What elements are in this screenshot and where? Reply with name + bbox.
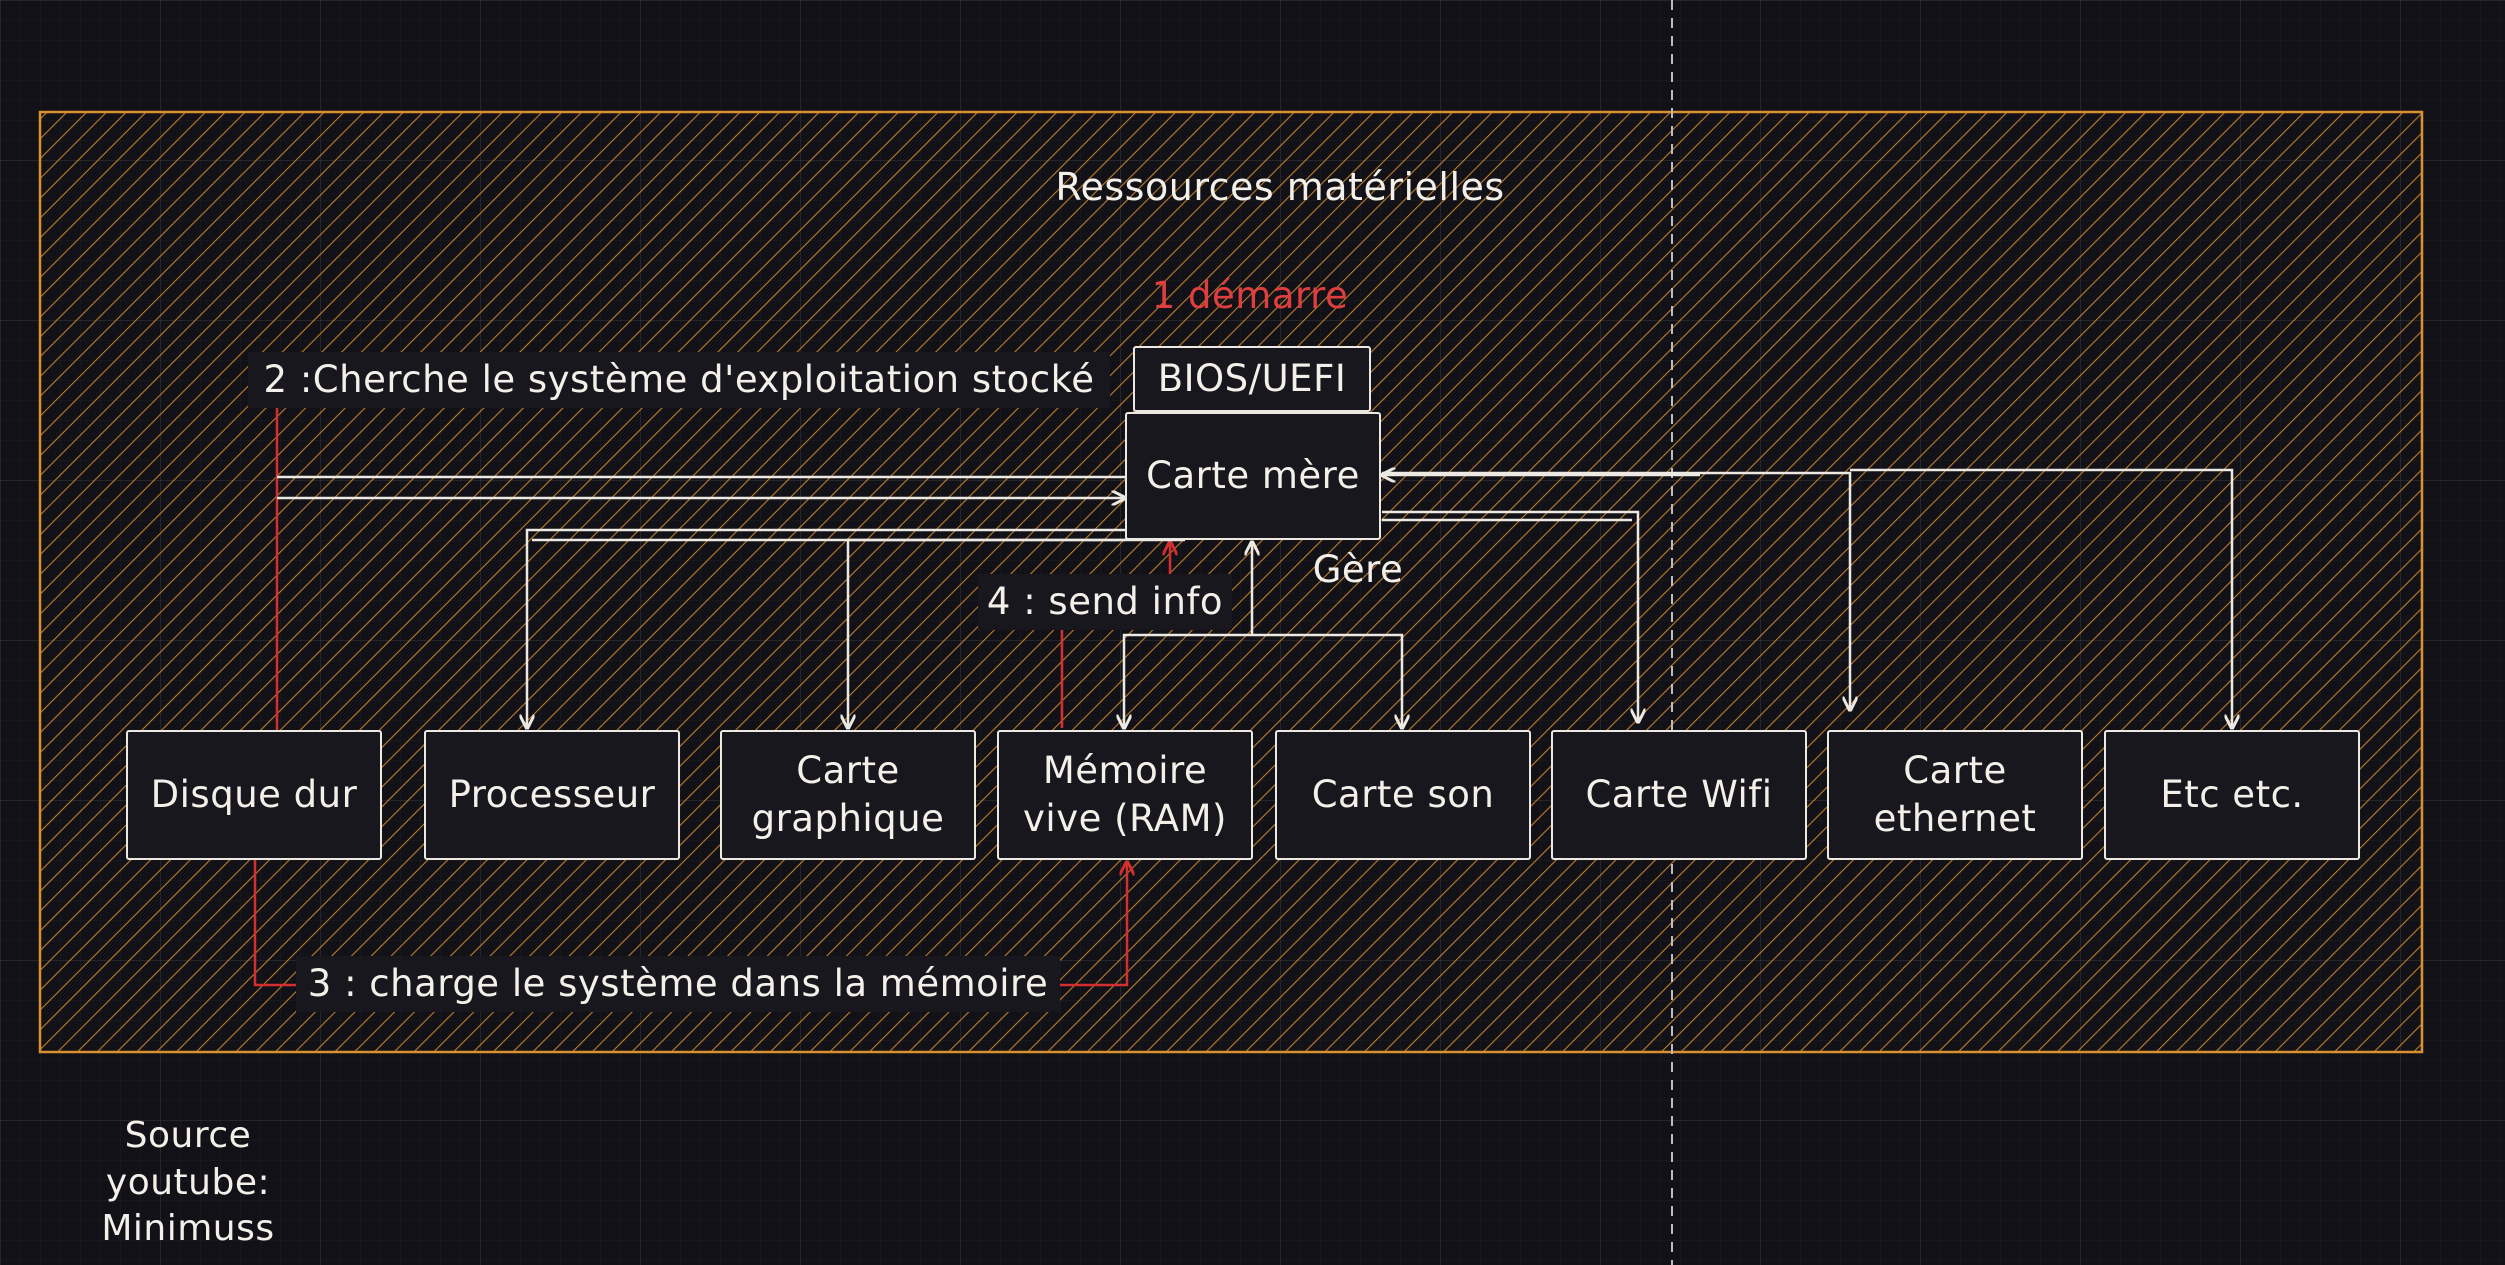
link-ram-sound [1124,633,1252,728]
ethernet-card-node[interactable]: Carte ethernet [1827,730,2083,860]
link-cpu [527,528,1125,728]
link-etc [1850,468,2232,728]
white-connectors [277,410,2232,728]
link-wifi [1382,510,1638,722]
link-ethernet [1382,471,1850,710]
manages-label: Gère [1312,547,1404,591]
step1-label: 1 démarre [1151,273,1349,317]
wifi-card-node[interactable]: Carte Wifi [1551,730,1807,860]
link-sound [1252,633,1402,728]
etc-node[interactable]: Etc etc. [2104,730,2360,860]
gpu-node[interactable]: Carte graphique [720,730,976,860]
step2-label: 2 :Cherche le système d'exploitation sto… [248,352,1110,408]
sound-card-node[interactable]: Carte son [1275,730,1531,860]
cpu-node[interactable]: Processeur [424,730,680,860]
bios-uefi-node[interactable]: BIOS/UEFI [1133,346,1371,412]
hard-disk-node[interactable]: Disque dur [126,730,382,860]
link-gpu [848,538,1185,728]
motherboard-node[interactable]: Carte mère [1125,412,1381,540]
ram-node[interactable]: Mémoire vive (RAM) [997,730,1253,860]
container-title: Ressources matérielles [1055,165,1505,210]
source-note: Source youtube: Minimuss [101,1114,275,1250]
step4-label: 4 : send info [978,574,1232,630]
step3-label: 3 : charge le système dans la mémoire [296,956,1060,1012]
